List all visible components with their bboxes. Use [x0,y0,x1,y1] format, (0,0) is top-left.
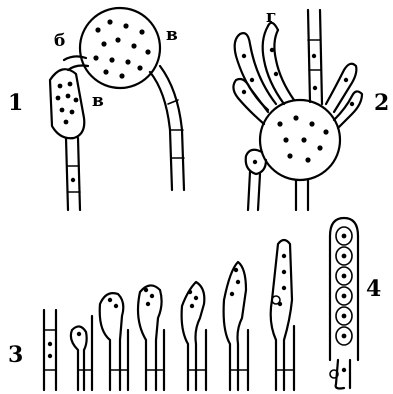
panel-2-number: 2 [374,90,389,116]
panel-4-drawing [330,218,358,389]
panel-1-club-dots [56,82,79,125]
panel-1-letter-v-sphere: в [166,25,178,45]
panel-1-number: 1 [8,90,23,116]
panel-2-letter-g: г [266,7,276,27]
panel-4-number: 4 [366,276,381,302]
panel-2-drawing [233,10,362,210]
panel-4-spore-chain [336,227,352,345]
panel-1-letter-b: б [54,31,65,51]
panel-1-letter-v-club: в [92,91,104,111]
panel-2-sphere-dots [277,115,328,162]
panel-3-drawing [44,240,294,390]
panel-1-drawing [50,8,184,210]
panel-3-number: 3 [8,342,23,368]
panel-1-sphere-dots [93,19,150,78]
